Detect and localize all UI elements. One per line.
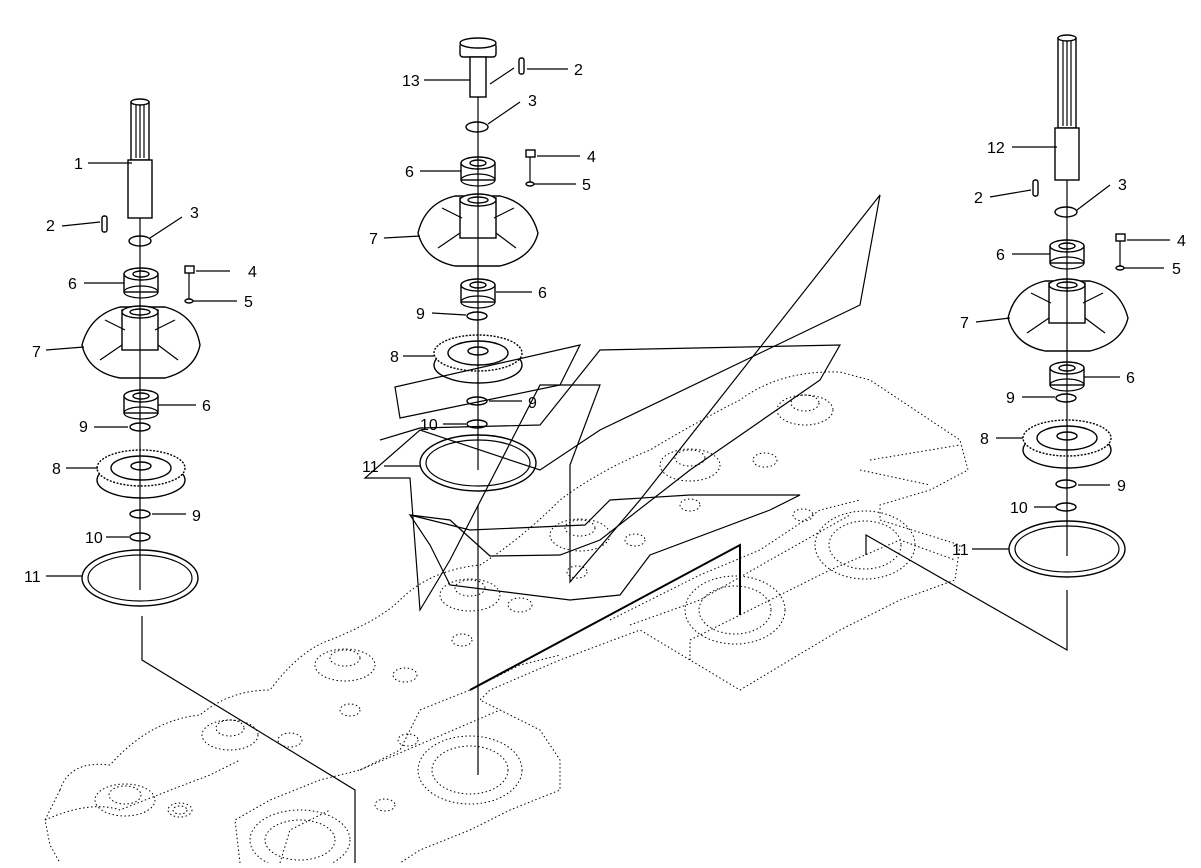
right-gear-assembly xyxy=(865,34,1129,652)
callout-label: 12 xyxy=(987,140,1005,157)
bearing xyxy=(123,389,159,420)
callout-label: 3 xyxy=(528,93,537,110)
assembly-leader xyxy=(865,533,1068,652)
callout-label: 7 xyxy=(960,315,969,332)
splined-shaft xyxy=(1054,34,1080,181)
callout-label: 10 xyxy=(85,530,103,547)
snap-ring xyxy=(1054,206,1078,218)
callout-label: 4 xyxy=(587,149,596,166)
callout-label: 5 xyxy=(1172,261,1181,278)
left-gear-assembly xyxy=(81,98,356,863)
callout-label: 3 xyxy=(190,205,199,222)
snap-ring xyxy=(465,121,489,133)
callout-label: 4 xyxy=(248,264,257,281)
drive-shaft xyxy=(459,37,497,98)
bolt xyxy=(184,265,195,300)
spur-gear xyxy=(96,449,186,499)
callout-label: 10 xyxy=(420,417,438,434)
input-shaft xyxy=(127,98,153,219)
callout-label: 6 xyxy=(68,276,77,293)
callout-label: 9 xyxy=(1117,478,1126,495)
washer xyxy=(184,298,194,304)
shim-ring xyxy=(1055,502,1077,512)
bearing-housing xyxy=(81,305,201,379)
callout-label: 4 xyxy=(1177,233,1186,250)
callout-label: 11 xyxy=(24,569,41,586)
callout-label: 9 xyxy=(79,419,88,436)
callout-label: 6 xyxy=(538,285,547,302)
callout-label: 10 xyxy=(1010,500,1028,517)
callout-label: 11 xyxy=(952,542,969,559)
bolt xyxy=(1115,233,1126,266)
callout-label: 8 xyxy=(52,461,61,478)
bearing xyxy=(123,267,159,299)
key-pin xyxy=(1032,179,1039,197)
callout-label: 6 xyxy=(405,164,414,181)
callout-label: 9 xyxy=(416,306,425,323)
callout-label: 11 xyxy=(362,459,379,476)
callout-label: 5 xyxy=(244,294,253,311)
bearing-housing xyxy=(1007,278,1129,352)
callout-numbers: 1 2 3 4 6 5 7 6 9 8 9 10 11 13 2 3 4 6 5… xyxy=(24,62,1186,586)
callout-label: 5 xyxy=(582,177,591,194)
callout-label: 7 xyxy=(32,344,41,361)
callout-label: 13 xyxy=(402,73,420,90)
callout-label: 6 xyxy=(202,398,211,415)
callout-leaders xyxy=(45,67,1170,577)
center-gear-assembly xyxy=(417,37,539,775)
spacer-ring xyxy=(1055,393,1077,403)
flow-arrows xyxy=(363,194,881,691)
bolt xyxy=(525,149,536,182)
callout-label: 1 xyxy=(74,156,83,173)
key-pin xyxy=(101,215,108,233)
callout-label: 2 xyxy=(46,218,55,235)
washer xyxy=(525,181,535,187)
callout-label: 2 xyxy=(974,190,983,207)
callout-label: 6 xyxy=(1126,370,1135,387)
key-pin xyxy=(518,57,525,75)
callout-label: 2 xyxy=(574,62,583,79)
callout-label: 3 xyxy=(1118,177,1127,194)
assembly-leader xyxy=(141,616,356,863)
callout-label: 9 xyxy=(528,395,537,412)
callout-label: 8 xyxy=(390,349,399,366)
spacer-ring xyxy=(466,311,488,321)
spacer-ring xyxy=(1055,479,1077,489)
callout-label: 9 xyxy=(192,508,201,525)
callout-label: 7 xyxy=(369,231,378,248)
callout-label: 8 xyxy=(980,431,989,448)
washer xyxy=(1115,265,1125,271)
callout-label: 6 xyxy=(996,247,1005,264)
callout-label: 9 xyxy=(1006,390,1015,407)
